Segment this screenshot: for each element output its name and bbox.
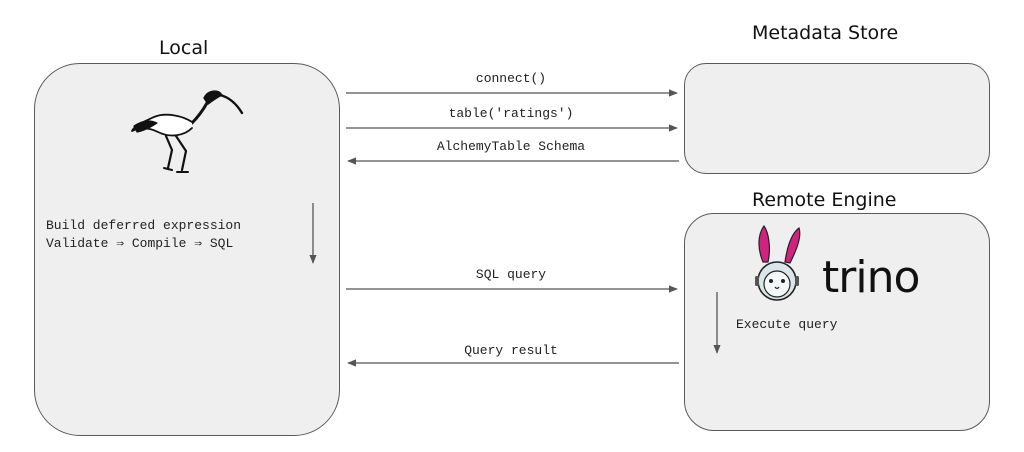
msg-label-schema: AlchemyTable Schema: [436, 139, 586, 154]
remote-engine-box: [684, 213, 990, 431]
execute-query-label: Execute query: [736, 317, 838, 332]
trino-bunny-icon: [755, 224, 801, 301]
msg-label-table: table('ratings'): [448, 106, 574, 121]
metadata-store-box: [684, 63, 990, 174]
msg-label-connect: connect(): [475, 71, 547, 86]
trino-logo-text: trino: [822, 252, 920, 303]
metadata-store-title: Metadata Store: [752, 22, 899, 44]
msg-label-query-result: Query result: [464, 343, 558, 358]
local-text-line2: Validate ⇒ Compile ⇒ SQL: [46, 236, 234, 251]
remote-engine-title: Remote Engine: [752, 189, 897, 211]
ibis-bird-icon: [131, 90, 244, 173]
msg-label-sql-query: SQL query: [475, 267, 547, 282]
local-text-line1: Build deferred expression: [46, 218, 242, 233]
local-title: Local: [159, 37, 209, 59]
